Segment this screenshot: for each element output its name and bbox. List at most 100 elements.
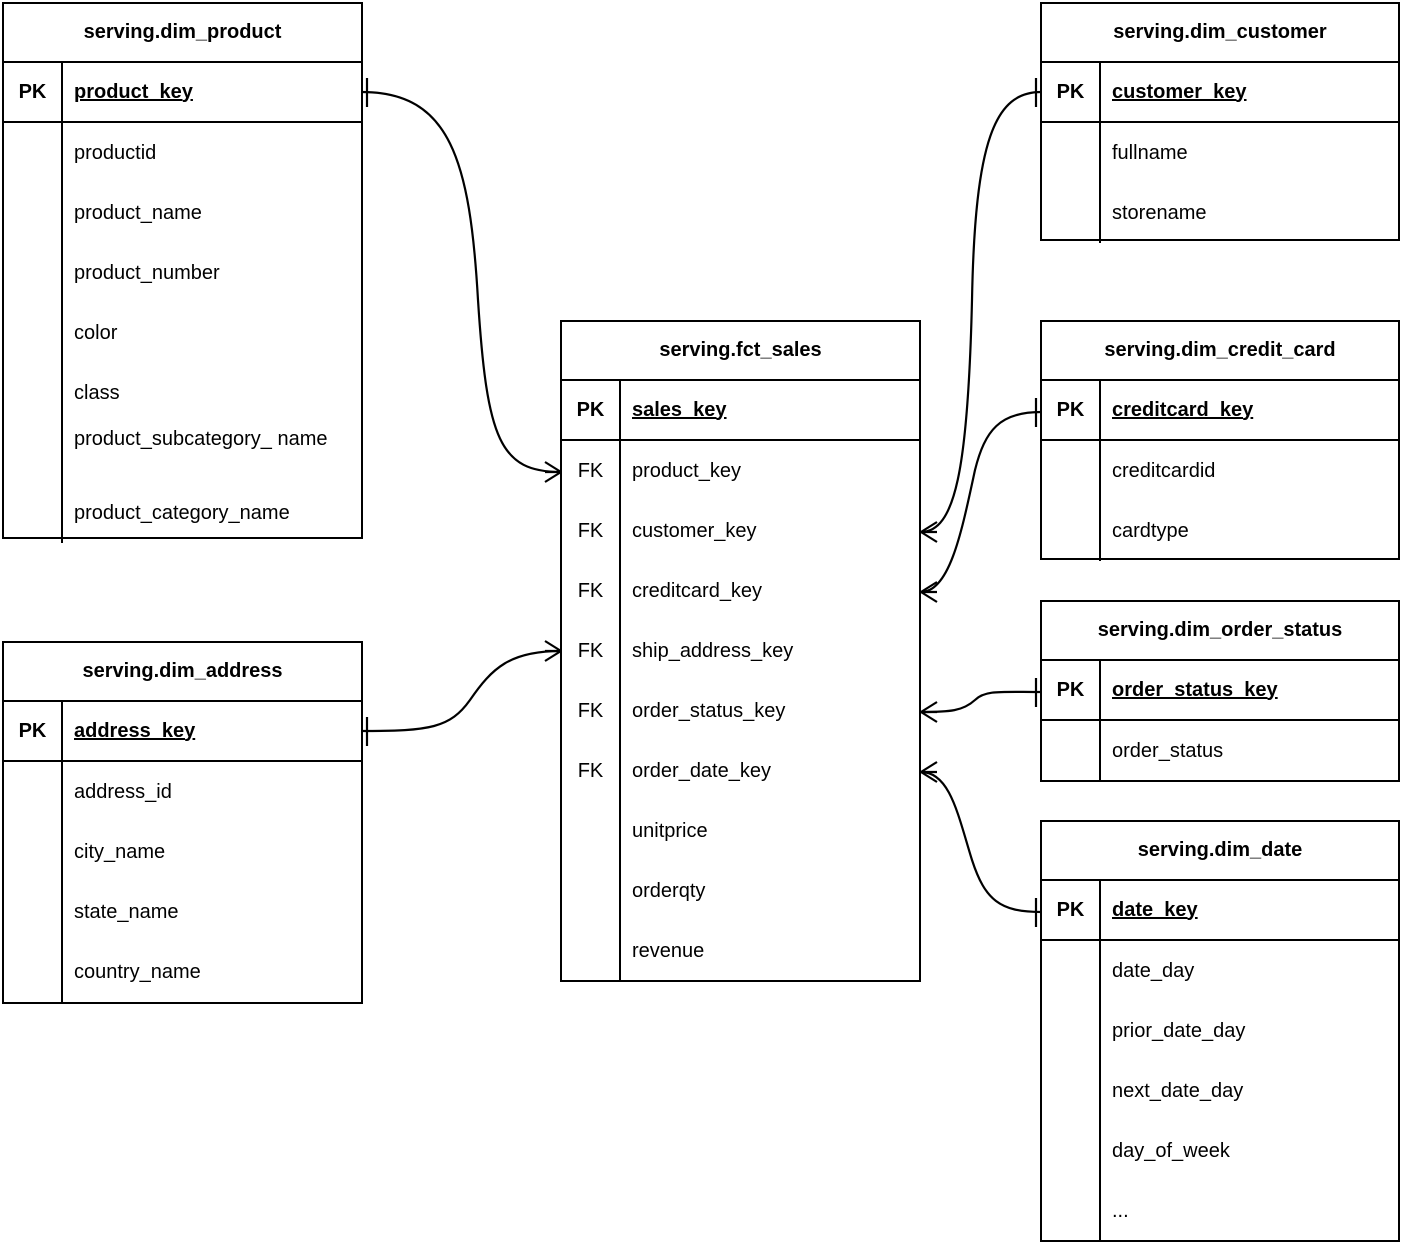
attribute-list: order_status [1042, 721, 1398, 781]
attribute-name: productid [74, 142, 157, 164]
attribute-marker [4, 822, 61, 882]
entity-title: serving.dim_date [1042, 822, 1398, 881]
attribute-names: date_day prior_date_day next_date_day da… [1101, 941, 1398, 1241]
attribute-marker: FK [577, 580, 604, 602]
pk-name: customer_key [1101, 63, 1398, 121]
attribute-marker [4, 762, 61, 822]
attribute-name: ship_address_key [632, 640, 794, 662]
entity-dim-product[interactable]: serving.dim_product PK product_key produ… [2, 2, 363, 543]
attribute-marker [562, 801, 619, 861]
attribute-markers [4, 123, 63, 543]
crowsfoot-product [544, 461, 562, 483]
attribute-marker [4, 123, 61, 183]
attribute-marker [1042, 1181, 1099, 1241]
crowsfoot-order-status [920, 701, 938, 723]
attribute-list: creditcardid cardtype [1042, 441, 1398, 561]
pk-name: sales_key [621, 381, 919, 439]
entity-title: serving.dim_address [4, 643, 361, 702]
attribute-marker [4, 183, 61, 243]
entity-dim-customer[interactable]: serving.dim_customer PK customer_key ful… [1040, 2, 1400, 243]
attribute-marker [1042, 501, 1099, 561]
attribute-markers [4, 762, 63, 1002]
attribute-name: product_name [74, 202, 202, 224]
entity-title: serving.dim_credit_card [1042, 322, 1398, 381]
primary-key-row[interactable]: PK customer_key [1042, 63, 1398, 123]
primary-key-row[interactable]: PK date_key [1042, 881, 1398, 941]
attribute-name: creditcardid [1112, 460, 1216, 482]
pk-marker: PK [4, 702, 63, 760]
relationship-order-status [920, 678, 1042, 723]
entity-dim-address[interactable]: serving.dim_address PK address_key addre… [2, 641, 363, 1004]
attribute-name: fullname [1112, 142, 1188, 164]
primary-key-row[interactable]: PK order_status_key [1042, 661, 1398, 721]
primary-key-row[interactable]: PK address_key [4, 702, 361, 762]
pk-name: product_key [63, 63, 361, 121]
attribute-names: productid product_name product_number co… [63, 123, 361, 543]
attribute-name: city_name [74, 841, 166, 863]
attribute-marker [4, 303, 61, 363]
entity-dim-order-status[interactable]: serving.dim_order_status PK order_status… [1040, 600, 1400, 782]
attribute-name: color [74, 322, 118, 344]
attribute-name: unitprice [632, 820, 708, 842]
pk-name-text: order_status_key [1112, 678, 1278, 701]
entity-fct-sales[interactable]: serving.fct_sales PK sales_key FK FK FK … [560, 320, 921, 982]
attribute-marker: FK [577, 640, 604, 662]
attribute-marker [1042, 1001, 1099, 1061]
attribute-markers [1042, 721, 1101, 781]
pk-marker: PK [562, 381, 621, 439]
crowsfoot-address [544, 640, 562, 662]
attribute-marker [4, 363, 61, 423]
pk-name-text: address_key [74, 719, 196, 742]
attribute-marker [4, 483, 61, 543]
attribute-names: product_key customer_key creditcard_key … [621, 441, 919, 981]
relationship-creditcard [920, 398, 1042, 603]
attribute-marker [1042, 941, 1099, 1001]
attribute-name: order_status [1112, 740, 1224, 762]
primary-key-row[interactable]: PK product_key [4, 63, 361, 123]
relationship-product [361, 78, 562, 483]
attribute-markers [1042, 941, 1101, 1241]
attribute-name: customer_key [632, 520, 757, 542]
pk-marker: PK [1042, 63, 1101, 121]
attribute-name: next_date_day [1112, 1080, 1244, 1102]
attribute-markers: FK FK FK FK FK FK [562, 441, 621, 981]
attribute-name: order_date_key [632, 760, 771, 782]
attribute-names: fullname storename [1101, 123, 1398, 243]
primary-key-row[interactable]: PK creditcard_key [1042, 381, 1398, 441]
attribute-marker [1042, 123, 1099, 183]
attribute-list: productid product_name product_number co… [4, 123, 361, 543]
attribute-name: prior_date_day [1112, 1020, 1246, 1042]
attribute-name: day_of_week [1112, 1140, 1230, 1162]
attribute-marker: FK [577, 460, 604, 482]
pk-marker: PK [4, 63, 63, 121]
attribute-marker [1042, 441, 1099, 501]
attribute-name: date_day [1112, 960, 1195, 982]
attribute-names: address_id city_name state_name country_… [63, 762, 361, 1002]
attribute-name: address_id [74, 781, 172, 803]
crowsfoot-date [920, 761, 938, 783]
entity-dim-date[interactable]: serving.dim_date PK date_key date_day pr… [1040, 820, 1400, 1242]
attribute-name: ... [1112, 1200, 1129, 1222]
attribute-name: product_subcategory_ name [74, 428, 328, 450]
attribute-name: product_category_name [74, 502, 290, 524]
attribute-marker [1042, 1121, 1099, 1181]
crowsfoot-customer [920, 521, 938, 543]
attribute-name: class [74, 382, 120, 404]
attribute-name: cardtype [1112, 520, 1189, 542]
attribute-name: order_status_key [632, 700, 786, 722]
relationship-customer [920, 78, 1042, 543]
attribute-name: creditcard_key [632, 580, 763, 602]
primary-key-row[interactable]: PK sales_key [562, 381, 919, 441]
crowsfoot-creditcard [920, 581, 938, 603]
attribute-marker [4, 882, 61, 942]
pk-marker: PK [1042, 381, 1101, 439]
entity-title: serving.dim_customer [1042, 4, 1398, 63]
attribute-marker [4, 243, 61, 303]
attribute-marker [1042, 1061, 1099, 1121]
attribute-name: storename [1112, 202, 1207, 224]
attribute-marker: FK [577, 760, 604, 782]
pk-name: order_status_key [1101, 661, 1398, 719]
entity-title: serving.dim_order_status [1042, 602, 1398, 661]
entity-dim-credit-card[interactable]: serving.dim_credit_card PK creditcard_ke… [1040, 320, 1400, 561]
